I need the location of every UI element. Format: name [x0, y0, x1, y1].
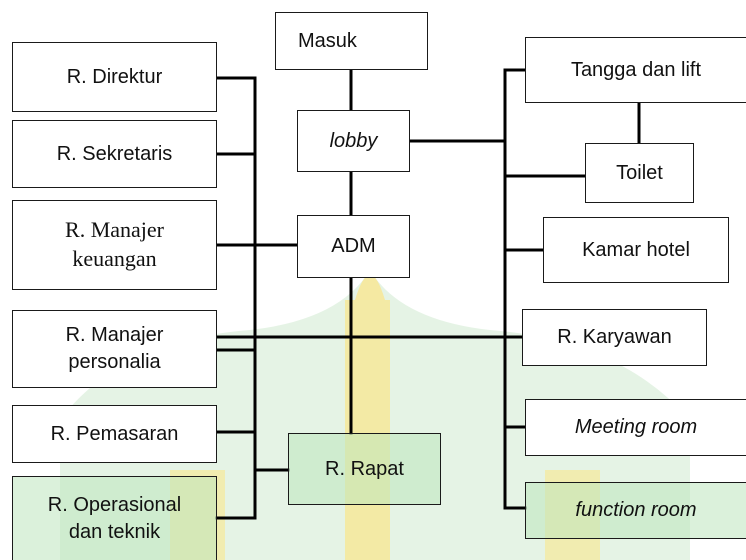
masuk-box: Masuk	[275, 12, 428, 70]
meeting-room-box: Meeting room	[525, 399, 746, 456]
lobby-box: lobby	[297, 110, 410, 172]
tangga-lift-label: Tangga dan lift	[570, 58, 702, 81]
direktur-box: R. Direktur	[12, 42, 217, 112]
karyawan-label: R. Karyawan	[557, 326, 672, 348]
adm-label: ADM	[331, 235, 376, 257]
meeting-room-label: Meeting room	[574, 416, 698, 438]
operasional-box: R. Operasional dan teknik	[12, 476, 217, 560]
pemasaran-box: R. Pemasaran	[12, 405, 217, 463]
manajer-personalia-line2: personalia	[68, 351, 161, 373]
pemasaran-label: R. Pemasaran	[50, 422, 179, 445]
lobby-label: lobby	[329, 129, 378, 152]
masuk-label: Masuk	[298, 29, 357, 52]
sekretaris-box: R. Sekretaris	[12, 120, 217, 188]
function-room-box: function room	[525, 482, 746, 539]
adm-box: ADM	[297, 215, 410, 278]
toilet-label: Toilet	[616, 161, 663, 184]
tangga-lift-box: Tangga dan lift	[525, 37, 746, 103]
rapat-box: R. Rapat	[288, 433, 441, 505]
kamar-hotel-label: Kamar hotel	[582, 238, 690, 261]
manajer-keuangan-line1: R. Manajer	[65, 217, 164, 243]
toilet-box: Toilet	[585, 143, 694, 203]
manajer-keuangan-box: R. Manajer keuangan	[12, 200, 217, 290]
manajer-personalia-box: R. Manajer personalia	[12, 310, 217, 388]
function-room-label: function room	[575, 499, 697, 521]
karyawan-box: R. Karyawan	[522, 309, 707, 366]
kamar-hotel-box: Kamar hotel	[543, 217, 729, 283]
sekretaris-label: R. Sekretaris	[56, 142, 173, 165]
operasional-line2: dan teknik	[68, 520, 161, 543]
manajer-keuangan-line2: keuangan	[72, 246, 157, 271]
direktur-label: R. Direktur	[66, 65, 163, 88]
rapat-label: R. Rapat	[325, 457, 404, 480]
manajer-personalia-line1: R. Manajer	[65, 324, 164, 346]
watermark-minaret-top	[355, 275, 385, 300]
operasional-line1: R. Operasional	[47, 493, 182, 516]
